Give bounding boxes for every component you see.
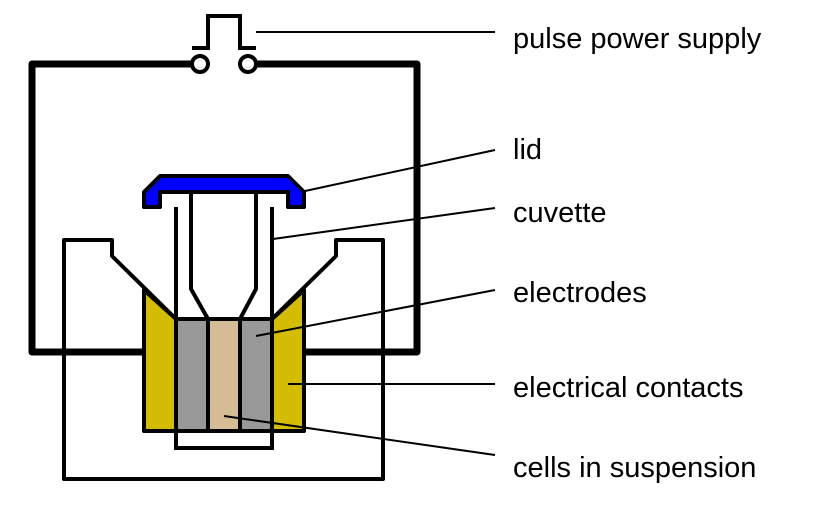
label-cells-in-suspension: cells in suspension bbox=[513, 452, 756, 484]
leader-cuvette bbox=[272, 207, 496, 240]
terminal-left bbox=[190, 54, 210, 74]
label-cuvette: cuvette bbox=[513, 197, 607, 229]
electrical-contact-right bbox=[270, 288, 306, 433]
label-electrical-contacts: electrical contacts bbox=[513, 372, 744, 404]
cuvette-holder bbox=[62, 238, 385, 481]
label-pulse-power-supply: pulse power supply bbox=[513, 23, 762, 55]
leader-cells bbox=[223, 415, 496, 456]
electrode-right bbox=[238, 317, 274, 433]
electrical-contact-left bbox=[142, 288, 178, 433]
label-lid: lid bbox=[513, 134, 542, 166]
circuit-wire bbox=[28, 60, 421, 356]
label-electrodes: electrodes bbox=[513, 277, 647, 309]
leader-electrodes bbox=[255, 289, 496, 337]
leader-lines bbox=[223, 31, 496, 456]
cuvette-inner-wall bbox=[189, 192, 258, 320]
electrode-left bbox=[174, 317, 210, 433]
leader-lid bbox=[304, 149, 496, 192]
pulse-symbol bbox=[192, 14, 256, 50]
cells-in-suspension bbox=[206, 317, 242, 433]
terminal-right bbox=[238, 54, 258, 74]
lid bbox=[142, 174, 306, 209]
